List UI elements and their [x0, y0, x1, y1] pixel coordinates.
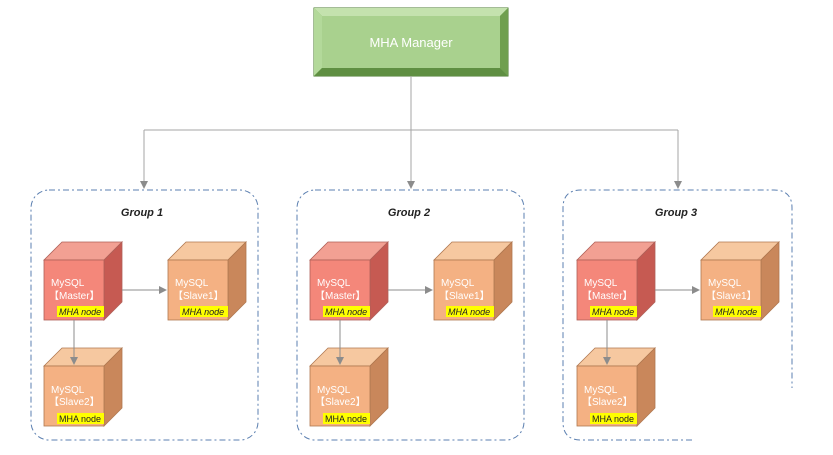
group-3-slave1-line1: MySQL: [708, 278, 742, 289]
group-2-master-node: MySQL 【Master】 MHA node: [309, 241, 389, 321]
group-3-title: Group 3: [655, 207, 697, 219]
group-3-slave2-node: MySQL 【Slave2】 MHA node: [576, 347, 656, 427]
group-3: Group 3 MySQL 【Master】 MHA node MySQL 【S…: [576, 207, 780, 427]
group-3-master-badge: MHA node: [592, 307, 634, 317]
group-1-slave2-line1: MySQL: [51, 385, 85, 396]
group-1-slave2-badge: MHA node: [59, 414, 101, 424]
group-2-master-line2: 【Master】: [315, 290, 366, 302]
group-containers: [30, 189, 793, 441]
mha-manager-box: MHA Manager: [313, 7, 509, 77]
group-3-master-line2: 【Master】: [582, 290, 633, 302]
group-2-slave1-line2: 【Slave1】: [439, 290, 490, 302]
group-3-slave2-line2: 【Slave2】: [582, 396, 633, 408]
group-3-slave2-badge: MHA node: [592, 414, 634, 424]
group-1: Group 1 MySQL 【Master】 MHA node MySQL 【S…: [43, 207, 247, 427]
group-2: Group 2 MySQL 【Master】 MHA node MySQL 【S…: [309, 207, 513, 427]
group-3-slave1-node: MySQL 【Slave1】 MHA node: [700, 241, 780, 321]
group-1-title: Group 1: [121, 207, 163, 219]
group-3-slave1-line2: 【Slave1】: [706, 290, 757, 302]
group-1-master-line1: MySQL: [51, 278, 85, 289]
group-1-master-line2: 【Master】: [49, 290, 100, 302]
group-1-slave2-line2: 【Slave2】: [49, 396, 100, 408]
mha-manager-label: MHA Manager: [369, 35, 453, 50]
group-1-master-badge: MHA node: [59, 307, 101, 317]
group-3-master-node: MySQL 【Master】 MHA node: [576, 241, 656, 321]
group-1-slave1-line1: MySQL: [175, 278, 209, 289]
group-1-master-node: MySQL 【Master】 MHA node: [43, 241, 123, 321]
group-2-slave2-node: MySQL 【Slave2】 MHA node: [309, 347, 389, 427]
group-2-slave2-badge: MHA node: [325, 414, 367, 424]
group-2-slave2-line1: MySQL: [317, 385, 351, 396]
group-1-slave1-badge: MHA node: [182, 307, 224, 317]
group-2-slave1-node: MySQL 【Slave1】 MHA node: [433, 241, 513, 321]
group-2-master-badge: MHA node: [325, 307, 367, 317]
group-1-slave1-node: MySQL 【Slave1】 MHA node: [167, 241, 247, 321]
group-2-slave2-line2: 【Slave2】: [315, 396, 366, 408]
group-1-container: [30, 189, 259, 441]
group-2-slave1-badge: MHA node: [448, 307, 490, 317]
group-3-container: [562, 189, 793, 441]
group-3-master-line1: MySQL: [584, 278, 618, 289]
group-1-slave2-node: MySQL 【Slave2】 MHA node: [43, 347, 123, 427]
group-3-slave1-badge: MHA node: [715, 307, 757, 317]
group-2-slave1-line1: MySQL: [441, 278, 475, 289]
group-2-master-line1: MySQL: [317, 278, 351, 289]
manager-connectors: [140, 76, 682, 189]
group-1-slave1-line2: 【Slave1】: [173, 290, 224, 302]
group-2-title: Group 2: [388, 207, 430, 219]
group-2-container: [296, 189, 525, 441]
group-3-slave2-line1: MySQL: [584, 385, 618, 396]
